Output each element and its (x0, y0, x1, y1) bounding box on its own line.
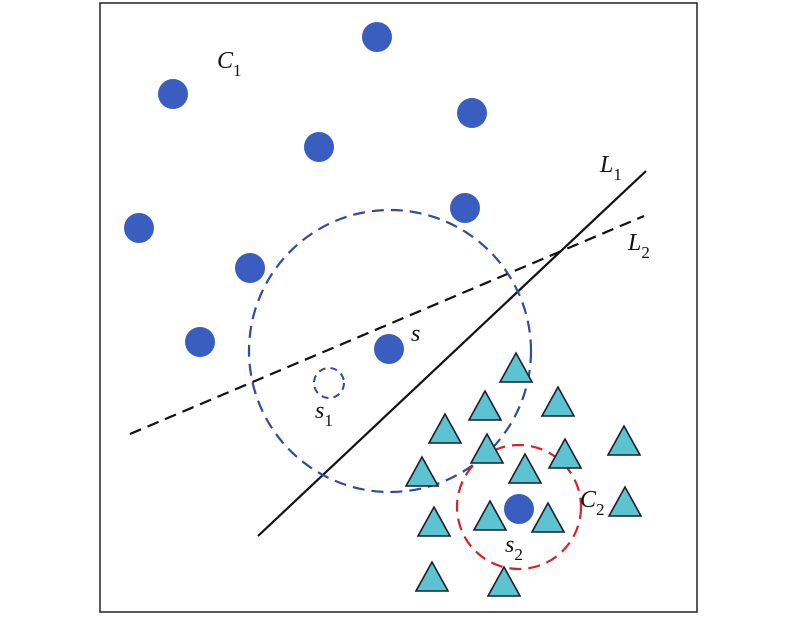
triangle-marker (416, 505, 452, 537)
circle-marker (124, 213, 154, 243)
label-l1: L1 (599, 152, 622, 184)
red-dashed-circle (455, 443, 583, 571)
label-c2: C2 (580, 487, 605, 519)
triangle-marker (427, 412, 463, 444)
line-l2 (129, 214, 645, 436)
circle-marker (235, 253, 265, 283)
circle-marker (185, 327, 215, 357)
triangle-marker (540, 385, 576, 417)
blue-dashed-circle (247, 208, 533, 494)
circle-marker (158, 79, 188, 109)
triangle-marker (472, 499, 508, 531)
triangle-marker (414, 560, 450, 592)
triangle-marker (547, 437, 583, 469)
plot-frame (99, 2, 698, 613)
circle-marker (450, 193, 480, 223)
triangle-marker (469, 432, 505, 464)
triangle-marker (486, 565, 522, 597)
circle-marker (457, 98, 487, 128)
triangle-marker (467, 389, 503, 421)
label-s: s (411, 321, 420, 347)
circle-marker (304, 132, 334, 162)
triangle-marker (507, 452, 543, 484)
circle-marker (362, 22, 392, 52)
triangle-marker (530, 501, 566, 533)
circle-marker (374, 334, 404, 364)
triangle-marker (404, 455, 440, 487)
triangle-class-markers (404, 351, 643, 597)
triangle-marker (606, 424, 642, 456)
label-s1: s1 (315, 398, 333, 430)
label-l2: L2 (627, 230, 650, 262)
circle-marker (504, 494, 534, 524)
triangle-marker (498, 351, 534, 383)
triangle-marker (607, 485, 643, 517)
label-c1: C1 (217, 48, 242, 80)
small-blue-dashed-circle (313, 367, 345, 399)
label-s2: s2 (505, 532, 523, 564)
line-l1 (257, 170, 647, 537)
circle-class-markers (124, 22, 534, 524)
